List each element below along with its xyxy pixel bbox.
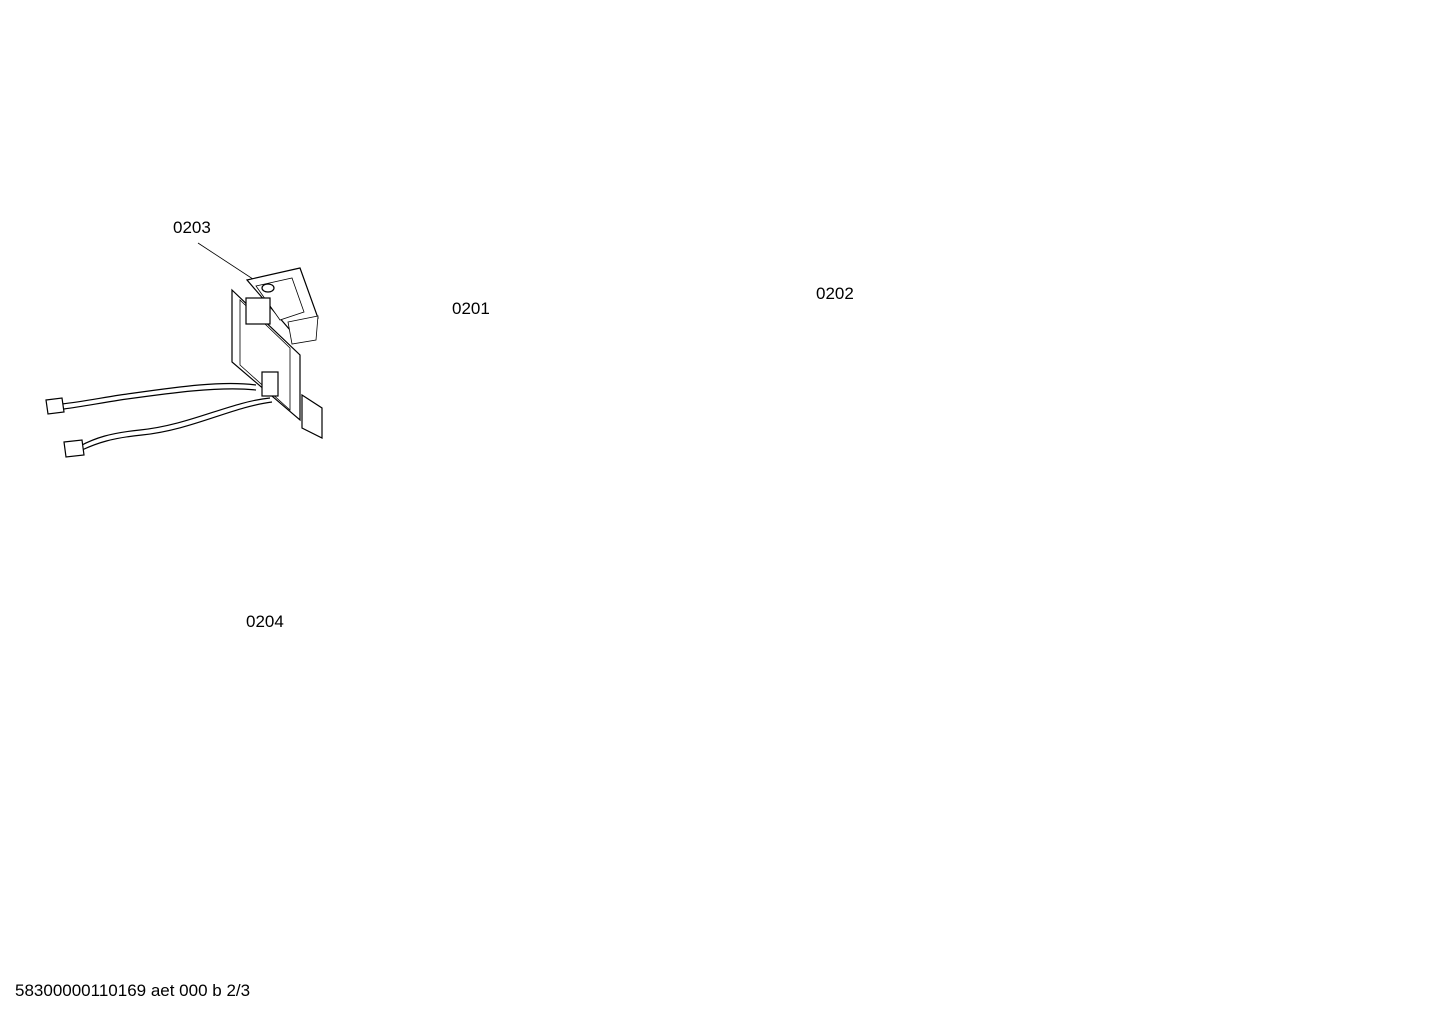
part-0203-control-module[interactable] [45,242,323,458]
label-0202: 0202 [816,284,854,303]
label-0203: 0203 [173,218,211,237]
label-0201: 0201 [452,299,490,318]
drawing-number: 58300000110169 aet 000 b 2/3 [15,981,251,1000]
label-0204: 0204 [246,612,284,631]
